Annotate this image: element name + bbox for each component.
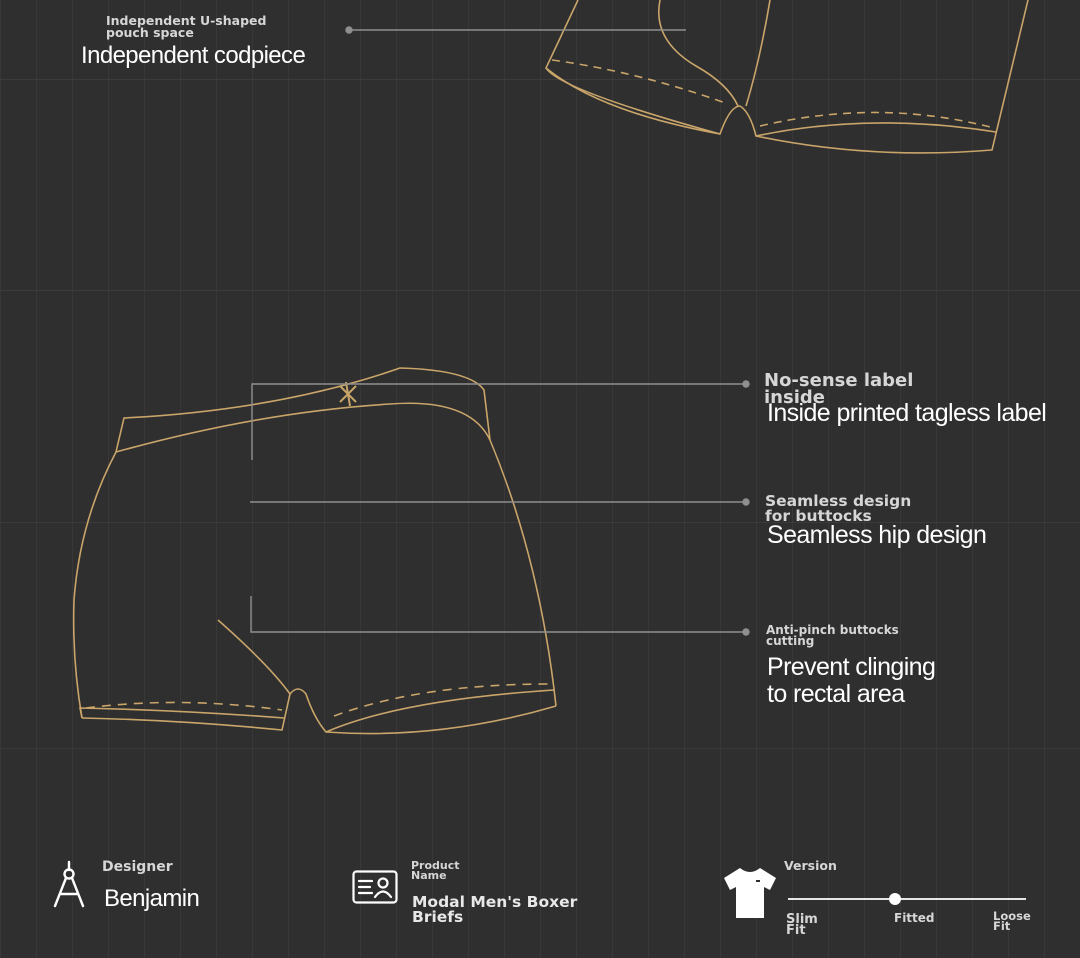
callout-label-large: Inside printed tagless label [767,399,1047,427]
brand-logo [339,381,357,407]
version-option-loose[interactable]: Loose Fit [993,909,1031,933]
tshirt-icon [724,868,776,918]
leader-lines [250,26,750,636]
callout-label-small: No-sense label inside [764,370,914,409]
version-option-slim[interactable]: Slim Fit [786,912,818,939]
callout-pinch-large: Prevent clinging to rectal area [767,653,936,708]
designer-value: Benjamin [104,885,200,912]
compass-icon [53,860,85,908]
id-card-icon [352,870,398,904]
top-garment-outline [545,0,1029,154]
callout-codpiece-large: Independent codpiece [81,42,306,69]
version-option-fitted[interactable]: Fitted [894,911,935,925]
slider-thumb [889,893,901,905]
product-label: Product Name [411,859,460,883]
version-label: Version [784,858,837,873]
designer-label: Designer [102,859,173,875]
callout-codpiece-small: Independent U-shaped pouch space [106,13,267,40]
callout-hip-large: Seamless hip design [767,521,987,549]
callout-hip-small: Seamless design for buttocks [765,492,912,525]
callout-pinch-small: Anti-pinch buttocks cutting [766,623,899,649]
version-slider[interactable] [788,893,1026,905]
boxer-briefs-outline [72,367,557,735]
product-value: Modal Men's Boxer Briefs [412,893,578,926]
